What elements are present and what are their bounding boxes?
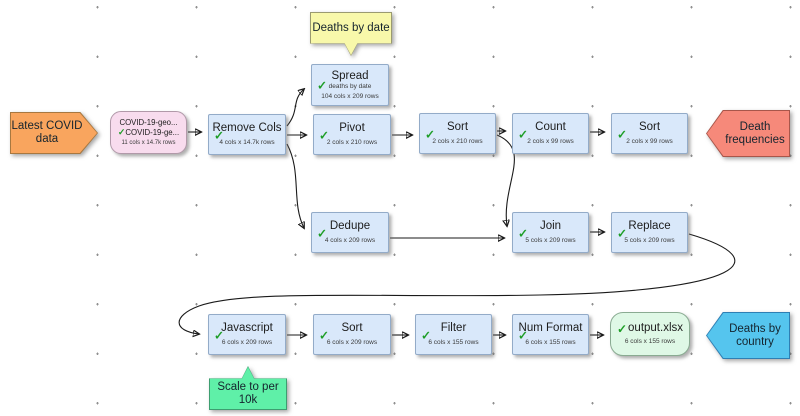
node-stats: 6 cols x 209 rows [221, 339, 273, 346]
check-icon: ✓ [518, 225, 529, 240]
node-sort-1[interactable]: ✓ Sort 2 cols x 210 rows [419, 113, 496, 154]
note-scale-to-per-10k[interactable]: Scale to per 10k [209, 366, 287, 410]
node-title: Pivot [339, 122, 365, 134]
check-icon: ✓ [214, 127, 225, 142]
node-stats: 4 cols x 209 rows [324, 237, 376, 244]
node-title: Dedupe [329, 220, 371, 232]
node-title: Sort [638, 121, 661, 133]
node-title: Javascript [221, 322, 273, 334]
node-title: Num Format [518, 322, 583, 334]
node-title: output.xlsx [628, 322, 684, 334]
node-stats: 6 cols x 155 rows [624, 338, 676, 345]
check-icon: ✓ [117, 127, 126, 137]
check-icon: ✓ [518, 126, 529, 141]
node-stats: 4 cols x 14.7k rows [219, 139, 275, 146]
marker-label: Latest COVID data [11, 113, 97, 153]
node-stats: 104 cols x 209 rows [321, 92, 379, 100]
input-marker-latest-covid-data[interactable]: Latest COVID data [10, 112, 98, 154]
node-title: Spread [331, 69, 369, 82]
node-output-xlsx[interactable]: ✓ output.xlsx 6 cols x 155 rows [610, 312, 690, 356]
node-title: Count [535, 121, 566, 133]
note-label: Deaths by date [311, 13, 391, 55]
check-icon: ✓ [319, 327, 330, 342]
node-stats: 5 cols x 209 rows [525, 237, 576, 244]
node-replace[interactable]: ✓ Replace 5 cols x 209 rows [611, 212, 688, 253]
node-title: Sort [446, 121, 469, 133]
check-icon: ✓ [616, 321, 628, 336]
node-title: Filter [440, 322, 467, 334]
node-spread[interactable]: ✓ Spread deaths by date 104 cols x 209 r… [311, 64, 389, 106]
node-join[interactable]: ✓ Join 5 cols x 209 rows [512, 212, 589, 253]
node-title: Remove Cols [212, 122, 282, 134]
node-title: Join [539, 220, 562, 232]
node-pivot[interactable]: ✓ Pivot 2 cols x 210 rows [313, 114, 391, 155]
edge-remove-cols-to-spread [286, 89, 304, 127]
node-remove-cols[interactable]: ✓ Remove Cols 4 cols x 14.7k rows [208, 114, 286, 155]
check-icon: ✓ [425, 126, 436, 141]
edge-sort-to-join [496, 134, 515, 226]
edge-remove-cols-to-dedupe [286, 143, 304, 228]
check-icon: ✓ [317, 225, 328, 240]
node-stats: 6 cols x 155 rows [428, 339, 479, 346]
node-stats: 11 cols x 14.7k rows [121, 140, 176, 146]
node-source-covid-files[interactable]: COVID-19-geo... ✓COVID-19-ge... 11 cols … [110, 111, 187, 154]
node-title: Replace [628, 220, 671, 232]
marker-label: Death frequencies [707, 111, 789, 156]
node-stats: 6 cols x 209 rows [326, 339, 378, 346]
output-marker-death-frequencies[interactable]: Death frequencies [706, 110, 790, 157]
node-stats: 2 cols x 210 rows [326, 139, 378, 146]
node-stats: 2 cols x 99 rows [527, 138, 574, 145]
check-icon: ✓ [617, 126, 628, 141]
node-filter[interactable]: ✓ Filter 6 cols x 155 rows [415, 314, 492, 355]
note-deaths-by-date[interactable]: Deaths by date [310, 12, 392, 56]
node-stats: 6 cols x 155 rows [525, 339, 576, 346]
edge-replace-to-javascript [178, 233, 736, 334]
node-sort-3[interactable]: ✓ Sort 6 cols x 209 rows [313, 314, 391, 355]
check-icon: ✓ [214, 327, 225, 342]
node-javascript[interactable]: ✓ Javascript 6 cols x 209 rows [208, 314, 286, 355]
check-icon: ✓ [421, 327, 432, 342]
check-icon: ✓ [317, 78, 328, 93]
output-title-row: ✓ output.xlsx [617, 322, 683, 335]
source-file-1: COVID-19-geo... [119, 118, 177, 127]
node-dedupe[interactable]: ✓ Dedupe 4 cols x 209 rows [311, 212, 389, 253]
node-stats: 5 cols x 209 rows [624, 237, 675, 244]
node-sort-2[interactable]: ✓ Sort 2 cols x 99 rows [611, 113, 688, 154]
marker-label: Deaths by country [707, 313, 789, 358]
node-title: Sort [341, 322, 363, 334]
node-count[interactable]: ✓ Count 2 cols x 99 rows [512, 113, 589, 154]
output-marker-deaths-by-country[interactable]: Deaths by country [706, 312, 790, 359]
node-stats: 2 cols x 210 rows [432, 138, 483, 145]
check-icon: ✓ [319, 127, 330, 142]
node-stats: 2 cols x 99 rows [626, 138, 673, 145]
node-sublabel: deaths by date [328, 82, 372, 90]
check-icon: ✓ [617, 225, 628, 240]
source-file-1-label: COVID-19-geo... [119, 118, 178, 127]
note-label: Scale to per 10k [210, 367, 286, 409]
source-file-2: ✓COVID-19-ge... [118, 127, 179, 137]
check-icon: ✓ [518, 327, 529, 342]
node-num-format[interactable]: ✓ Num Format 6 cols x 155 rows [512, 314, 589, 355]
source-file-2-label: COVID-19-ge... [125, 128, 180, 137]
